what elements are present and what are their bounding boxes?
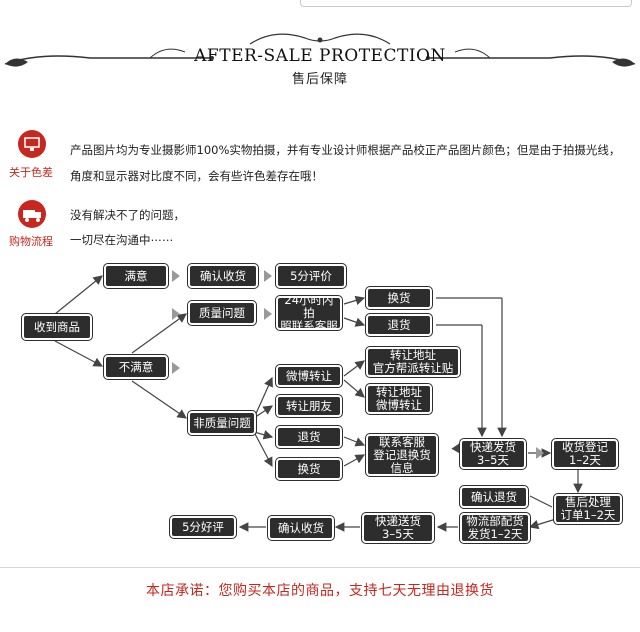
color-note-line-2: 角度和显示器对比度不同，会有些许色差存在哦！	[70, 169, 323, 183]
node-exchange-1: 换货	[365, 286, 433, 310]
node-non-quality-issue: 非质量问题	[187, 410, 257, 436]
node-confirm-receipt-1: 确认收货	[187, 263, 259, 289]
color-difference-label: 关于色差	[9, 166, 53, 179]
right-ornament	[426, 48, 636, 67]
top-flourish	[249, 33, 391, 45]
node-five-star-1: 5分评价	[275, 263, 347, 289]
node-received: 收到商品	[21, 313, 93, 341]
node-satisfied: 满意	[103, 263, 169, 289]
node-forward-friend: 转让朋友	[275, 394, 343, 418]
node-confirm-receipt-2: 确认收货	[267, 515, 335, 541]
node-return-2: 退货	[275, 425, 343, 449]
node-logistics-reship: 物流部配货 发货1–2天	[459, 512, 531, 544]
node-confirm-return: 确认退货	[459, 485, 529, 509]
node-return-1: 退货	[365, 313, 433, 337]
page-subtitle: 售后保障	[291, 72, 348, 87]
node-five-star-2: 5分好评	[169, 515, 237, 539]
flow-note-line-2: 一切尽在沟通中⋯⋯	[70, 233, 174, 247]
node-receive-register: 收货登记 1–2天	[551, 438, 619, 470]
node-transfer-official: 转让地址 官方帮派转让贴	[365, 346, 461, 378]
left-ornament	[4, 48, 214, 67]
node-contact-register: 联系客服 登记退换货 信息	[365, 433, 439, 477]
node-quality-issue: 质量问题	[187, 300, 257, 326]
color-note-line-1: 产品图片均为专业摄影师100%实物拍摄，并有专业设计师根据产品校正产品图片颜色；…	[70, 143, 621, 157]
node-weibo-forward: 微博转让	[275, 364, 343, 388]
flow-note-line-1: 没有解决不了的问题，	[70, 208, 185, 222]
node-express-deliver: 快递送货 3–5天	[361, 512, 435, 544]
node-transfer-weibo: 转让地址 微博转让	[365, 383, 433, 415]
node-contact-24h: 24小时内拍 照联系客服	[275, 293, 343, 332]
node-unsatisfied: 不满意	[103, 354, 169, 380]
node-after-sale-process: 售后处理 订单1–2天	[553, 493, 623, 525]
node-express-ship: 快递发货 3–5天	[459, 438, 527, 470]
footer-divider	[0, 567, 640, 568]
monitor-icon	[18, 130, 46, 158]
top-frame-edge	[300, 0, 632, 7]
store-promise: 本店承诺：您购买本店的商品，支持七天无理由退换货	[146, 583, 494, 599]
truck-icon	[18, 200, 46, 228]
node-exchange-2: 换货	[275, 457, 343, 481]
page-title: AFTER-SALE PROTECTION	[194, 46, 446, 66]
shopping-flow-label: 购物流程	[9, 235, 53, 248]
